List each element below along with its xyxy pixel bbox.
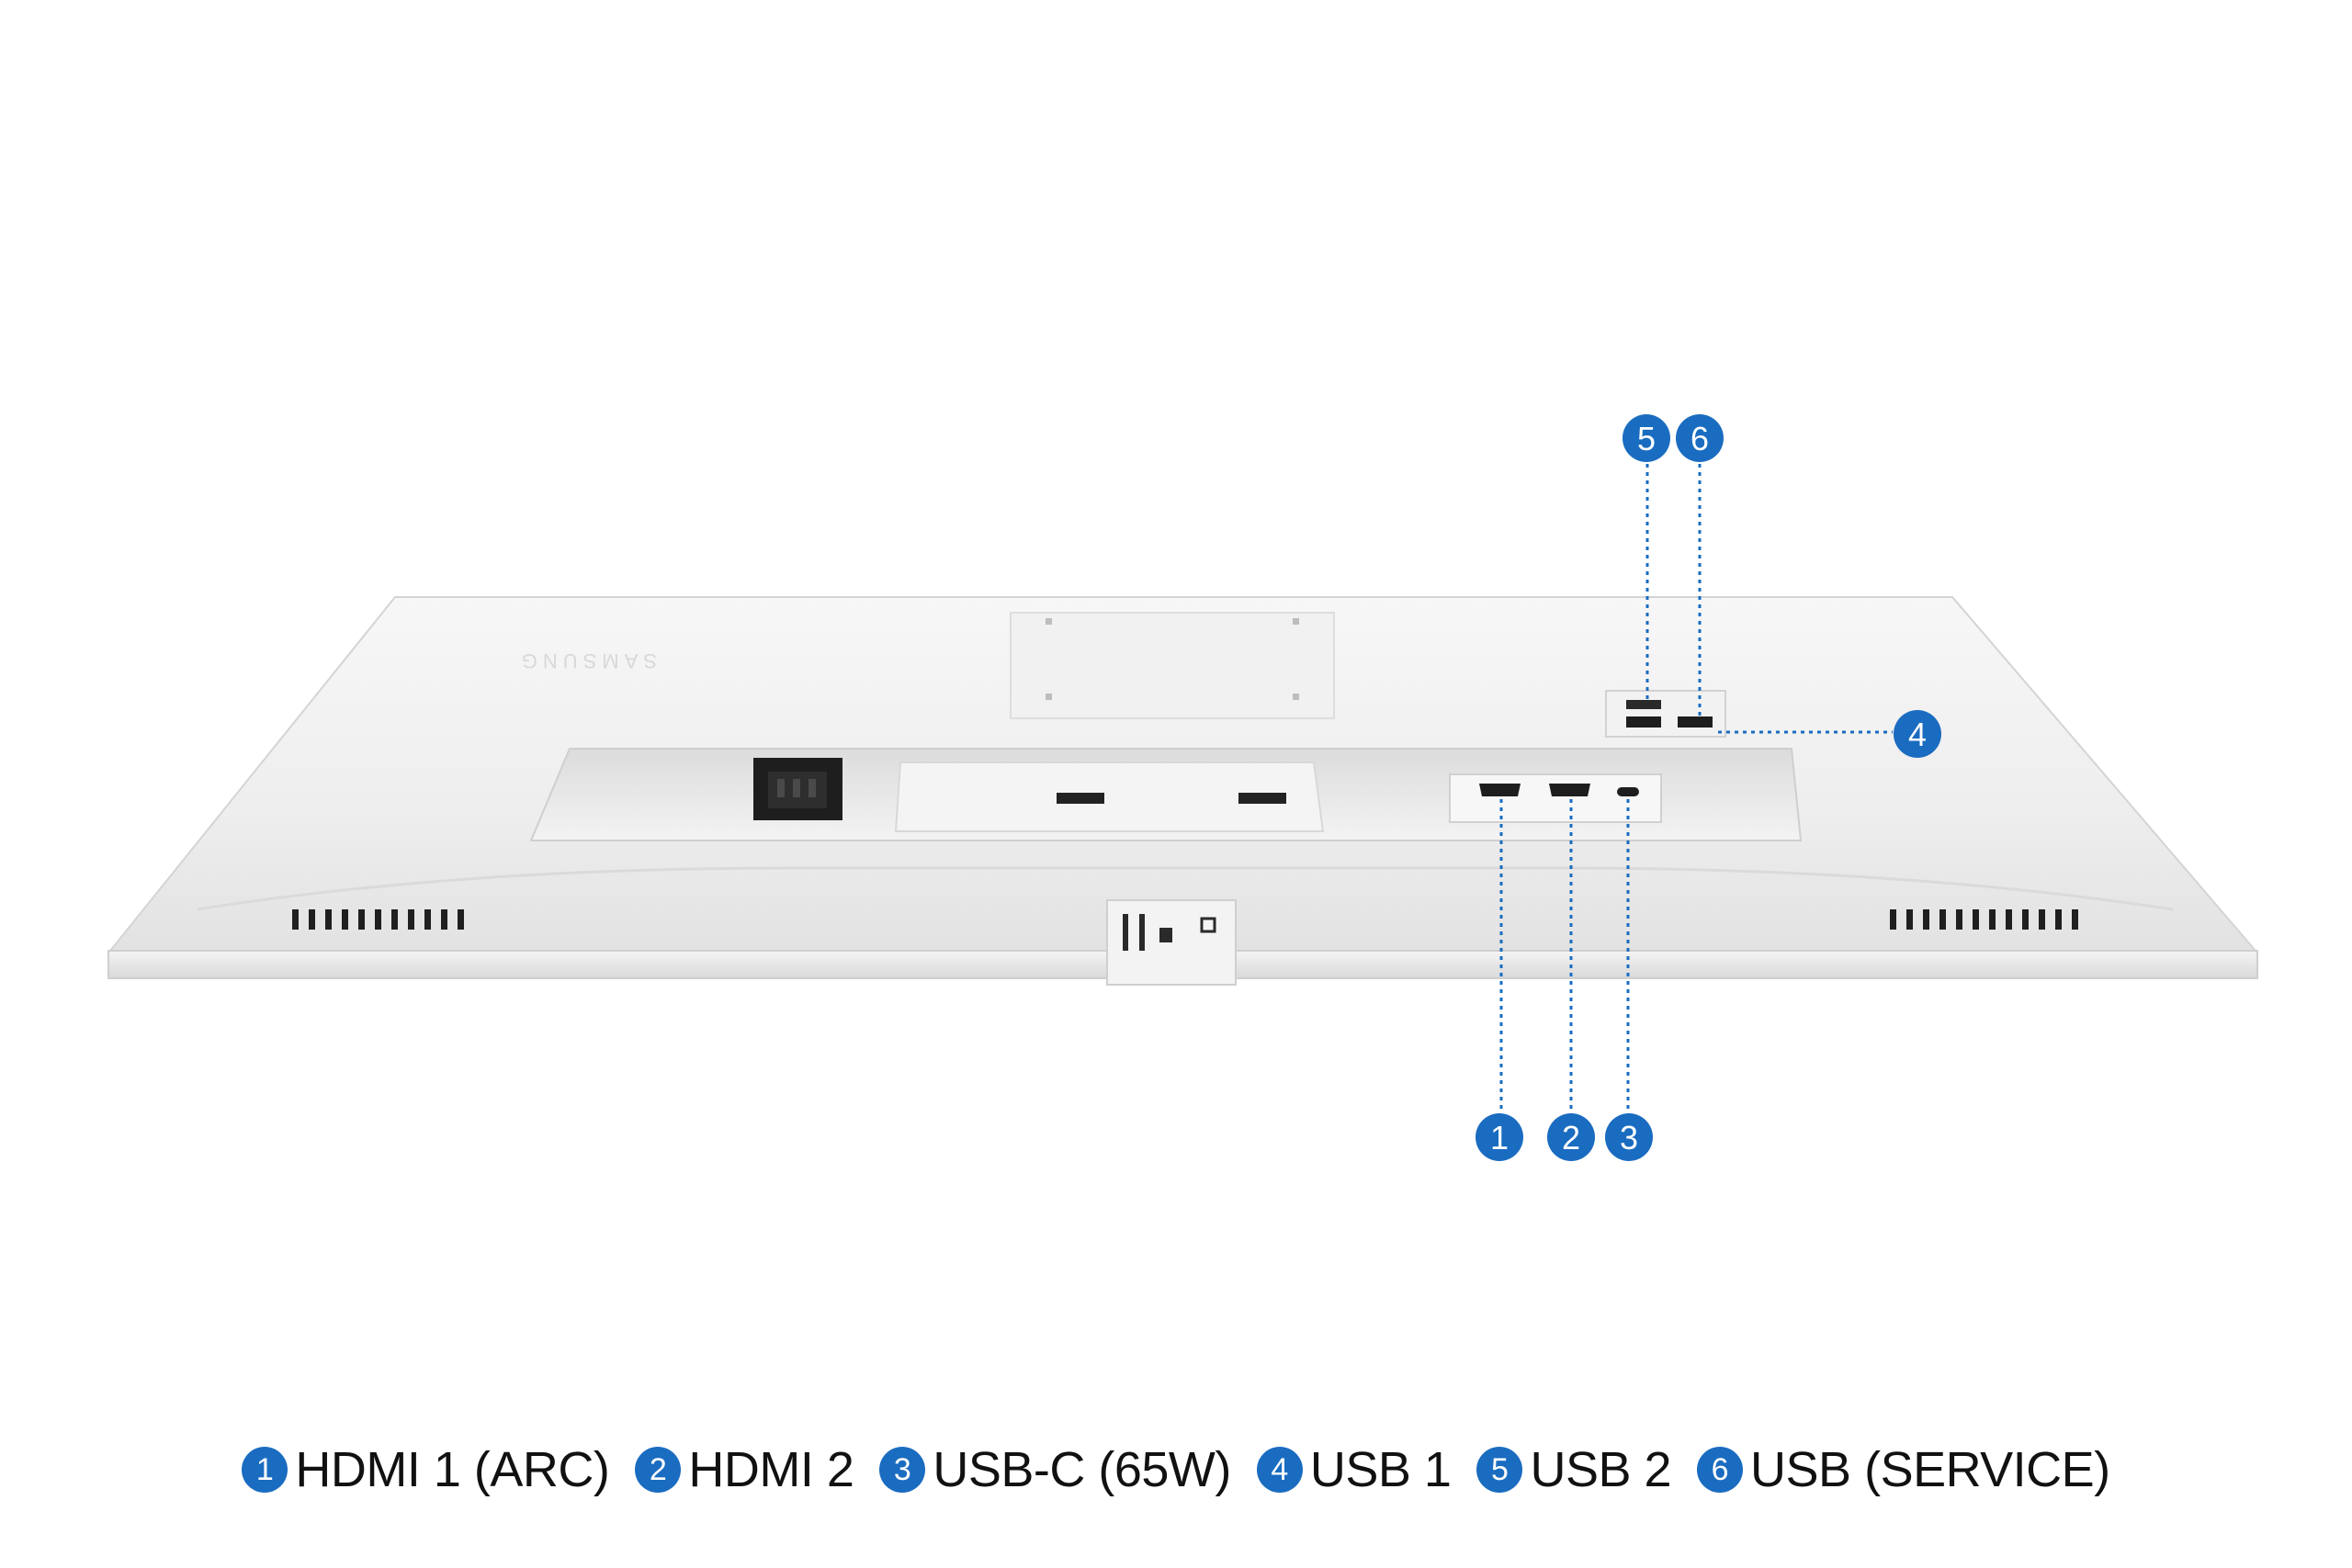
right-vent [1890, 909, 2078, 930]
legend-port-label: HDMI 1 (ARC) [295, 1442, 610, 1497]
svg-text:1: 1 [1490, 1119, 1509, 1156]
legend-item-usb-1: 4 USB 1 [1256, 1441, 1452, 1498]
legend-port-label: USB 2 [1530, 1442, 1672, 1497]
legend-number-badge: 4 [1256, 1447, 1303, 1493]
legend-item-hdmi-2: 2 HDMI 2 [635, 1441, 854, 1498]
callout-marker-4: 4 [1894, 710, 1941, 758]
left-vent [292, 909, 464, 930]
hdmi-2-port [1549, 784, 1590, 796]
legend-item-usb-2: 5 USB 2 [1476, 1441, 1672, 1498]
vesa-mount-plate [1010, 612, 1335, 719]
legend-port-label: USB-C (65W) [933, 1442, 1231, 1497]
port-legend: 1 HDMI 1 (ARC) 2 HDMI 2 3 USB-C (65W) 4 … [0, 1433, 2352, 1506]
legend-number-badge: 3 [879, 1447, 926, 1493]
legend-number-badge: 2 [635, 1447, 682, 1493]
cable-clip-left [1057, 793, 1104, 804]
brand-logo: SAMSUNG [516, 649, 657, 672]
svg-text:5: 5 [1637, 420, 1656, 457]
usb-service-port [1678, 716, 1713, 728]
callout-marker-1: 1 [1476, 1113, 1523, 1161]
ports-panel [1449, 773, 1662, 823]
legend-item-hdmi-1: 1 HDMI 1 (ARC) [242, 1441, 610, 1498]
hdmi-1-port [1479, 784, 1521, 796]
legend-item-usb-service: 6 USB (SERVICE) [1697, 1441, 2110, 1498]
legend-number-badge: 5 [1476, 1447, 1523, 1493]
callout-marker-3: 3 [1605, 1113, 1653, 1161]
usb-ports-block [1605, 690, 1726, 738]
usb-1-port [1626, 716, 1661, 728]
legend-number-badge: 1 [242, 1447, 288, 1493]
svg-text:3: 3 [1620, 1119, 1638, 1156]
callout-marker-6: 6 [1676, 414, 1724, 462]
callout-marker-5: 5 [1623, 414, 1670, 462]
legend-port-label: USB (SERVICE) [1750, 1442, 2110, 1497]
svg-text:4: 4 [1908, 716, 1927, 753]
svg-text:6: 6 [1690, 420, 1709, 457]
legend-port-label: USB 1 [1309, 1442, 1452, 1497]
callout-leaders [1499, 464, 1893, 1111]
cable-clip-right [1238, 793, 1286, 804]
svg-text:2: 2 [1562, 1119, 1580, 1156]
legend-port-label: HDMI 2 [688, 1442, 854, 1497]
usb-2-port [1626, 700, 1661, 709]
legend-item-usb-c: 3 USB-C (65W) [879, 1441, 1231, 1498]
power-inlet [753, 758, 842, 820]
legend-number-badge: 6 [1697, 1447, 1744, 1493]
callout-marker-2: 2 [1547, 1113, 1595, 1161]
stand-neck [1106, 899, 1237, 986]
usb-c-port [1617, 787, 1639, 796]
